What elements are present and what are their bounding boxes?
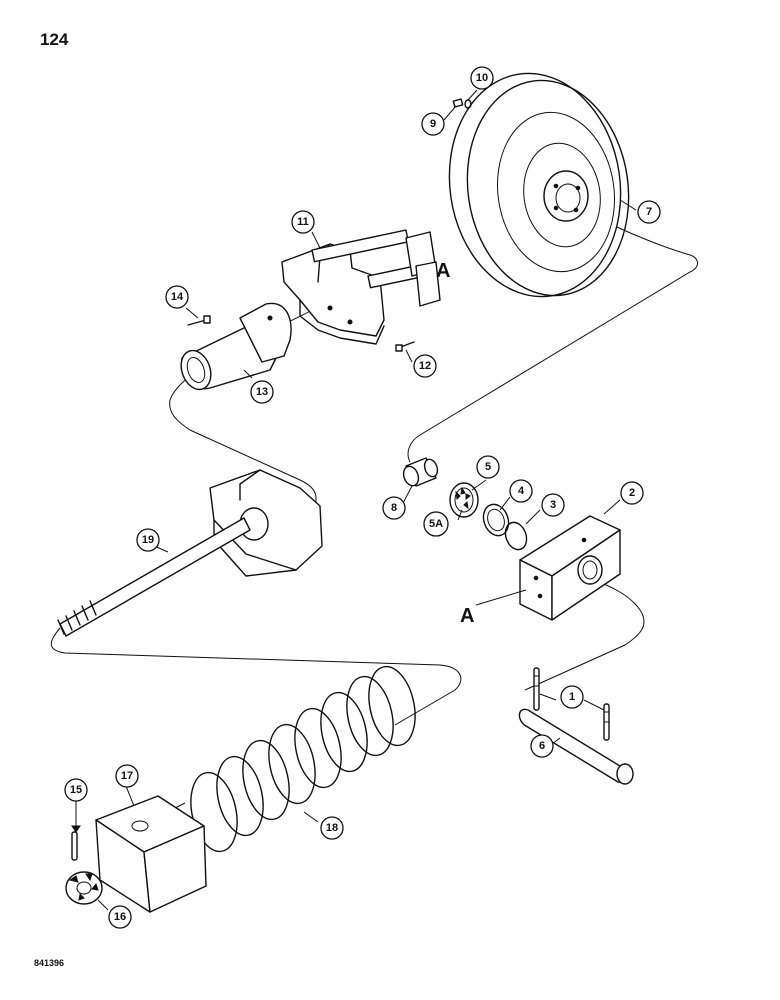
callout-5a: 5A [423, 511, 449, 537]
callout-17-label: 17 [121, 770, 133, 782]
callout-4: 4 [509, 479, 533, 503]
drawing-reference-code: 841396 [34, 958, 65, 968]
callout-7: 7 [637, 200, 661, 224]
callout-9: 9 [421, 112, 445, 136]
section-marker-a-upper: A [436, 260, 450, 282]
bearing-block [519, 515, 621, 621]
page-number: 124 [40, 30, 69, 49]
callout-5-label: 5 [485, 461, 491, 473]
assembly-path-line [407, 204, 698, 463]
callout-1: 1 [560, 685, 584, 709]
callout-11-label: 11 [297, 216, 309, 228]
callout-2-label: 2 [629, 487, 635, 499]
o-ring [464, 99, 472, 109]
callout-6-label: 6 [539, 740, 545, 752]
callout-3: 3 [541, 493, 565, 517]
callout-17: 17 [115, 764, 139, 788]
pin [518, 708, 634, 785]
snap-ring [504, 521, 528, 551]
section-marker-a-lower: A [460, 605, 474, 627]
callout-1-label: 1 [569, 691, 575, 703]
bolt-lower [395, 341, 415, 352]
bearing-housing [180, 302, 292, 391]
callout-14: 14 [165, 285, 189, 309]
yoke [281, 229, 441, 345]
callout-8: 8 [382, 496, 406, 520]
spring-retainer [95, 795, 207, 913]
callout-12: 12 [413, 354, 437, 378]
callout-3-label: 3 [550, 499, 556, 511]
bushing [402, 457, 439, 487]
plug [452, 98, 464, 108]
callout-2: 2 [620, 481, 644, 505]
callout-10-label: 10 [476, 72, 488, 84]
spring-pin-right [603, 703, 610, 741]
castle-nut [65, 871, 103, 905]
callout-5a-label: 5A [429, 518, 443, 530]
callout-19: 19 [136, 528, 160, 552]
idler-wheel [448, 72, 630, 298]
callout-18-label: 18 [326, 822, 338, 834]
callout-14-label: 14 [171, 291, 184, 303]
callout-6: 6 [530, 734, 554, 758]
callout-16: 16 [108, 905, 132, 929]
callout-8-label: 8 [391, 502, 397, 514]
callout-15-label: 15 [70, 784, 82, 796]
callout-4-label: 4 [518, 485, 525, 497]
callout-15: 15 [64, 778, 88, 802]
recoil-rod [57, 469, 323, 637]
recoil-spring [190, 665, 416, 853]
callout-13-label: 13 [256, 386, 268, 398]
assembly-path-line [50, 627, 462, 726]
callout-19-label: 19 [142, 534, 154, 546]
callout-11: 11 [291, 210, 315, 234]
callout-5: 5 [476, 455, 500, 479]
callout-16-label: 16 [114, 911, 126, 923]
callout-18: 18 [320, 816, 344, 840]
cotter-pin [71, 831, 78, 861]
callout-10: 10 [470, 66, 494, 90]
callout-12-label: 12 [419, 360, 431, 372]
callout-7-label: 7 [646, 206, 652, 218]
bolt-upper [187, 315, 211, 326]
spring-pin-left [533, 667, 540, 711]
retaining-ring [482, 503, 510, 537]
callout-13: 13 [250, 380, 274, 404]
callout-9-label: 9 [430, 118, 436, 130]
seal-assembly [449, 482, 479, 518]
